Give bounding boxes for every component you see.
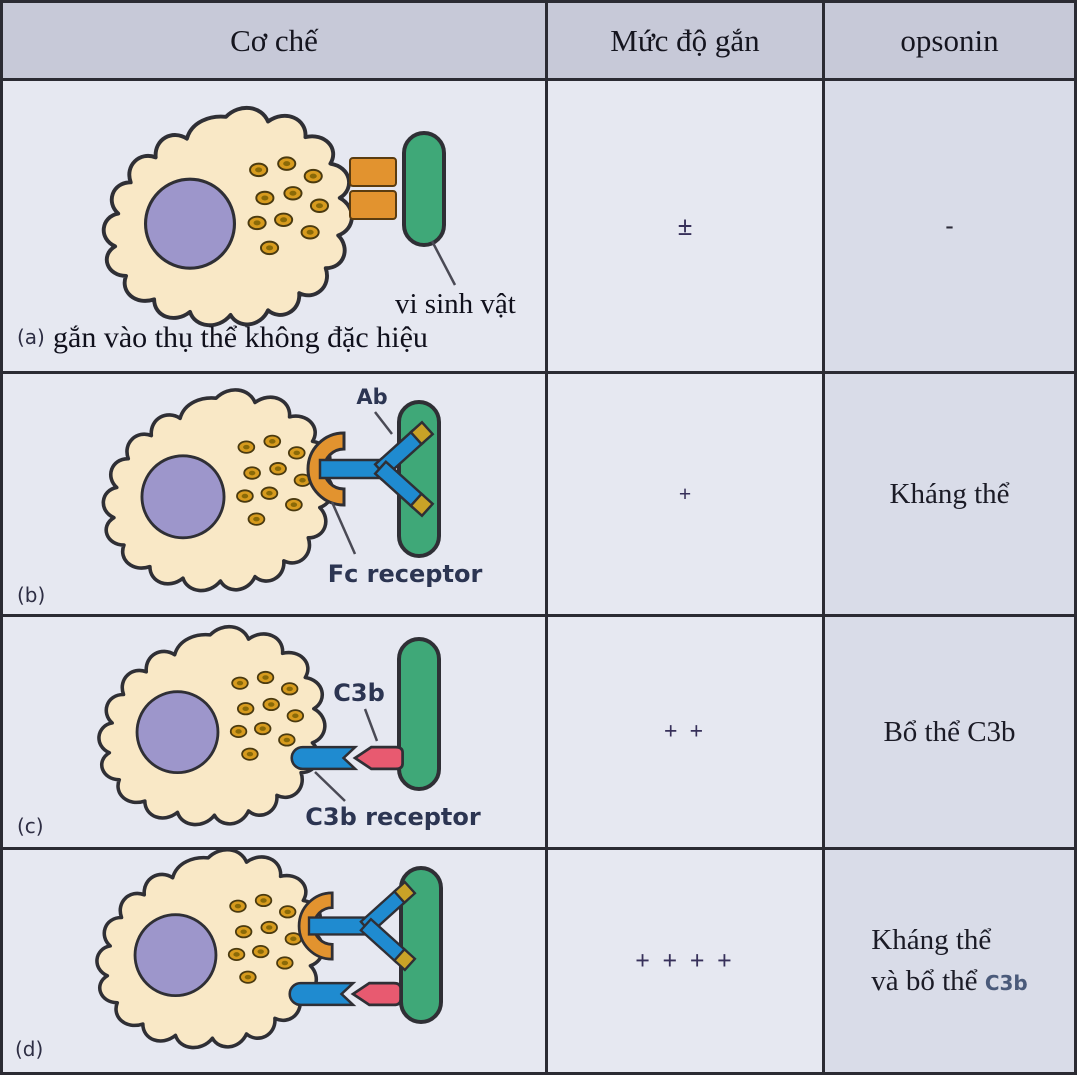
nonspecific-receptor xyxy=(349,190,397,220)
opsonin-cell-c: Bổ thể C3b xyxy=(825,617,1074,850)
row-tag-c: (c) xyxy=(17,814,44,838)
header-mechanism: Cơ chế xyxy=(3,3,548,81)
row-tag-a: (a) xyxy=(17,325,45,349)
binding-cell-a: ± xyxy=(548,81,825,374)
opsonin-cell-b: Kháng thể xyxy=(825,374,1074,617)
c3b-molecule xyxy=(351,981,402,1007)
c3b-label: C3b xyxy=(333,679,385,707)
opsonin-cell-d: Kháng thể và bổ thể C3b xyxy=(825,850,1074,1072)
opsonin-line2: và bổ thể xyxy=(871,965,978,997)
leader-line xyxy=(430,240,457,286)
binding-cell-d: + + + + xyxy=(548,850,825,1072)
opsonin-value-b: Kháng thể xyxy=(889,477,1010,510)
c3b-receptor xyxy=(288,981,355,1007)
header-opsonin: opsonin xyxy=(825,3,1074,81)
c3b-receptor-label: C3b receptor xyxy=(305,803,481,831)
phagocyte-cell xyxy=(99,627,325,825)
c3b-receptor xyxy=(290,745,357,771)
binding-symbol-c: + + xyxy=(663,718,707,745)
microbe-rod xyxy=(402,131,446,247)
fc-receptor-label: Fc receptor xyxy=(328,560,483,588)
opsonin-cell-a: - xyxy=(825,81,1074,374)
opsonin-value-c: Bổ thể C3b xyxy=(883,715,1016,748)
opsonin-line1: Kháng thể xyxy=(871,924,992,957)
mechanism-cell-d: (d) xyxy=(3,850,548,1072)
binding-symbol-b: + xyxy=(678,481,692,506)
microbe-rod xyxy=(397,637,441,791)
phagocyte-cell xyxy=(104,108,352,325)
nonspecific-receptor xyxy=(349,157,397,187)
binding-cell-c: + + xyxy=(548,617,825,850)
leader-line xyxy=(330,501,357,555)
microbe-label: vi sinh vật xyxy=(395,288,516,320)
binding-cell-b: + xyxy=(548,374,825,617)
mechanism-cell-b: Ab Fc receptor (b) xyxy=(3,374,548,617)
phagocyte-cell xyxy=(103,390,332,591)
leader-line xyxy=(374,411,393,435)
header-binding-degree: Mức độ gắn xyxy=(548,3,825,81)
opsonin-value-a: - xyxy=(945,212,954,239)
binding-symbol-d: + + + + xyxy=(635,946,735,975)
row-tag-d: (d) xyxy=(15,1037,43,1061)
leader-line xyxy=(363,708,379,742)
mechanism-cell-a: vi sinh vật (a) gắn vào thụ thể không đặ… xyxy=(3,81,548,374)
mechanism-cell-c: C3b C3b receptor (c) xyxy=(3,617,548,850)
leader-line xyxy=(314,771,346,802)
row-caption-a: gắn vào thụ thể không đặc hiệu xyxy=(53,321,428,354)
row-tag-b: (b) xyxy=(17,583,45,607)
ab-label: Ab xyxy=(356,385,387,409)
phagocyte-cell xyxy=(97,850,323,1048)
opsonin-value-d: Kháng thể và bổ thể C3b xyxy=(871,920,1027,1001)
c3b-molecule xyxy=(353,745,404,771)
binding-symbol-a: ± xyxy=(677,210,693,241)
opsonin-c3b: C3b xyxy=(984,971,1028,995)
